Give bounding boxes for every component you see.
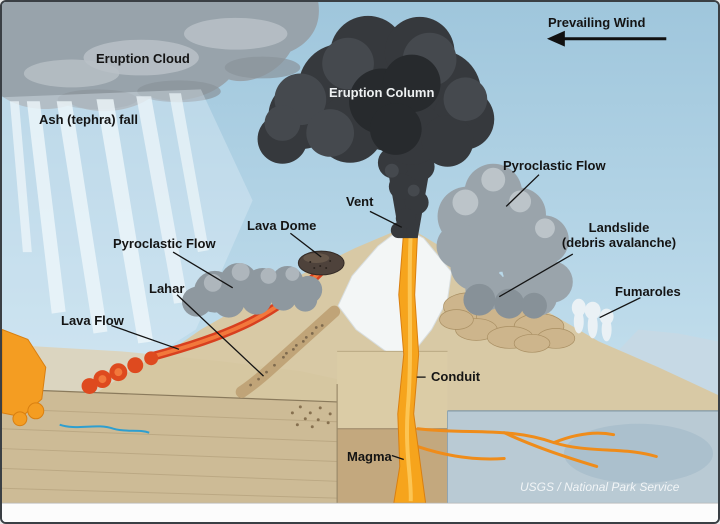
eruption-cloud-shape [2,2,319,112]
pyroclastic-flow-right-label: Pyroclastic Flow [503,158,606,173]
prevailing-wind-label: Prevailing Wind [548,15,646,30]
conduit-label: Conduit [431,369,481,384]
bottom-margin [2,503,718,522]
ash-fall-label: Ash (tephra) fall [39,112,138,127]
left-cut-face-shape [2,388,338,504]
eruption-column-shape [257,15,495,239]
pyroclastic-flow-right-shape [436,163,573,319]
center-cut-face-shape [336,350,448,504]
lahar-shape [235,305,341,398]
lava-dome-shape [297,250,345,276]
landslide-label: Landslide (debris avalanche) [534,220,704,251]
lava-dome-label: Lava Dome [247,218,317,233]
wind-arrow-icon [546,30,667,47]
dikes-shape [416,427,658,468]
vent-label: Vent [346,194,374,209]
landslide-label-line2: (debris avalanche) [561,234,677,250]
pyroclastic-flow-left-label: Pyroclastic Flow [113,236,216,251]
eruption-column-label: Eruption Column [329,85,435,100]
magma-core-shape [405,234,413,502]
ash-fall-shape [2,89,253,411]
stream-shape [59,423,150,434]
eruption-cloud-label: Eruption Cloud [96,51,190,66]
credit-text: USGS / National Park Service [520,480,680,494]
leader-lines [111,174,641,461]
fumaroles-label: Fumaroles [615,284,681,299]
landslide-label-line1: Landslide [588,220,650,235]
lahar-label: Lahar [149,281,185,296]
magma-label: Magma [347,449,392,464]
lava-flow-label: Lava Flow [61,313,124,328]
left-lava-flow-shape [2,328,47,427]
